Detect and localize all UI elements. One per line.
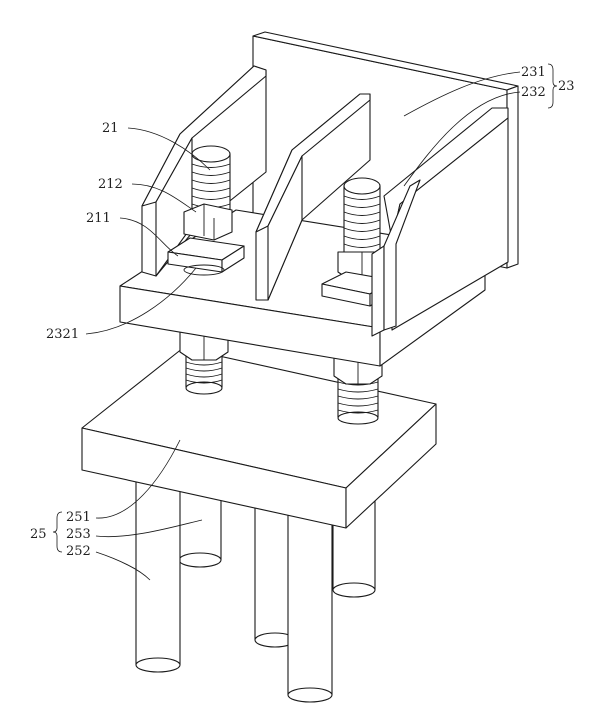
leader-21	[127, 127, 211, 171]
label-212: 212	[98, 177, 123, 192]
middle-plate-inner	[267, 155, 303, 301]
brace-23	[547, 63, 558, 109]
leader-lines	[85, 71, 521, 581]
label-252: 252	[66, 544, 91, 559]
label-253: 253	[66, 527, 91, 542]
lower-bolt-left	[185, 354, 223, 395]
label-25: 25	[30, 527, 47, 542]
leader-211	[119, 217, 179, 257]
leader-252	[95, 551, 151, 581]
leader-2321	[85, 267, 197, 335]
leader-231	[403, 71, 521, 117]
label-21: 21	[102, 121, 119, 136]
leg-front-right	[287, 499, 333, 703]
label-2321: 2321	[46, 327, 79, 342]
leader-251	[95, 439, 181, 519]
leader-232	[403, 91, 521, 187]
nut-left	[183, 203, 233, 241]
label-232: 232	[521, 85, 546, 100]
washer-left	[167, 237, 245, 276]
clamp-plate-middle	[255, 93, 371, 301]
leg-front-left	[135, 479, 181, 673]
bolt-right	[343, 177, 381, 257]
back-wall-side	[506, 85, 519, 269]
base-plate-side	[345, 403, 437, 529]
clamp-plate-right	[371, 179, 421, 337]
base-plate	[81, 347, 437, 529]
label-211: 211	[86, 211, 111, 226]
support-legs	[135, 469, 376, 703]
label-23: 23	[558, 79, 575, 94]
leader-212	[131, 183, 197, 213]
label-251: 251	[66, 510, 91, 525]
brace-25	[52, 511, 63, 553]
part-labels: 21 212 211 2321 231 232 23 25 251 253 25…	[30, 65, 575, 559]
leader-253	[95, 519, 203, 538]
label-231: 231	[521, 65, 546, 80]
